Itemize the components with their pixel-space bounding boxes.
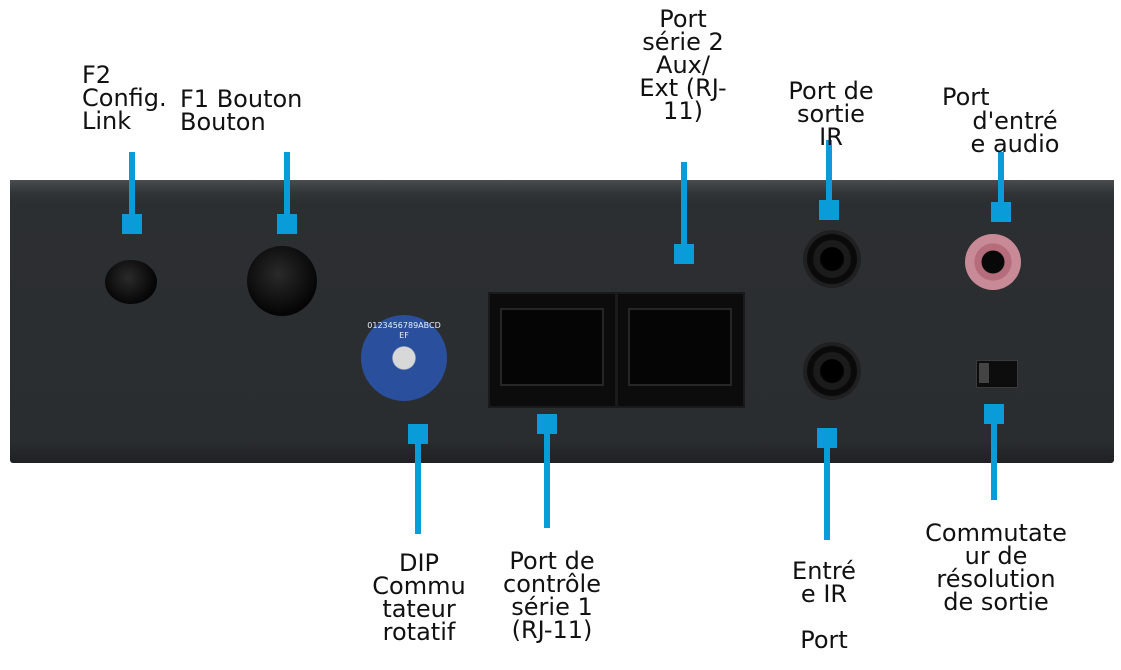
- marker-dip: [408, 424, 428, 444]
- label-audio-in-1: Port: [942, 83, 990, 111]
- leader-ir-out: [826, 140, 832, 204]
- leader-dip: [415, 440, 421, 534]
- ir-input-jack: [803, 342, 861, 400]
- dip-rotary-switch: 0123456789ABCDEF: [361, 315, 447, 401]
- label-dip-rotary: DIP Commu tateur rotatif: [372, 549, 466, 646]
- label-audio-in-2: d'entré e audio: [970, 107, 1060, 158]
- label-resolution-switch: Commutate ur de résolution de sortie: [925, 519, 1067, 616]
- resolution-switch: [976, 360, 1018, 388]
- marker-ir-in: [817, 428, 837, 448]
- label-ir-output-port: Port de sortie IR: [788, 77, 874, 151]
- f1-button: [247, 246, 317, 316]
- leader-f2: [129, 152, 135, 218]
- leader-ir-in: [824, 444, 830, 540]
- label-serial-port-2: Port série 2 Aux/ Ext (RJ- 11): [639, 5, 727, 125]
- marker-serial1: [537, 414, 557, 434]
- label-serial-control-port-1: Port de contrôle série 1 (RJ-11): [503, 547, 601, 644]
- rj11-port-serial1: [488, 292, 617, 408]
- marker-ir-out: [819, 200, 839, 220]
- marker-f2: [122, 214, 142, 234]
- leader-resolution: [991, 420, 997, 500]
- marker-serial2: [674, 244, 694, 264]
- label-f1-bouton: F1 Bouton Bouton: [180, 85, 303, 136]
- f2-config-link-button: [105, 260, 157, 304]
- leader-audio-in: [998, 152, 1004, 206]
- audio-input-jack: [965, 234, 1021, 290]
- leader-serial2: [681, 162, 687, 250]
- dip-switch-digits: 0123456789ABCDEF: [367, 321, 441, 340]
- rj11-port-serial2: [616, 292, 745, 408]
- device-front-panel: 0123456789ABCDEF: [10, 180, 1114, 463]
- leader-f1: [284, 152, 290, 218]
- ir-output-jack: [803, 230, 861, 288]
- marker-resolution: [984, 404, 1004, 424]
- label-f2-config-link: F2 Config. Link: [82, 61, 167, 135]
- marker-f1: [277, 214, 297, 234]
- marker-audio-in: [991, 202, 1011, 222]
- label-ir-input-port: Entré e IR Port: [792, 557, 856, 654]
- leader-serial1: [544, 430, 550, 528]
